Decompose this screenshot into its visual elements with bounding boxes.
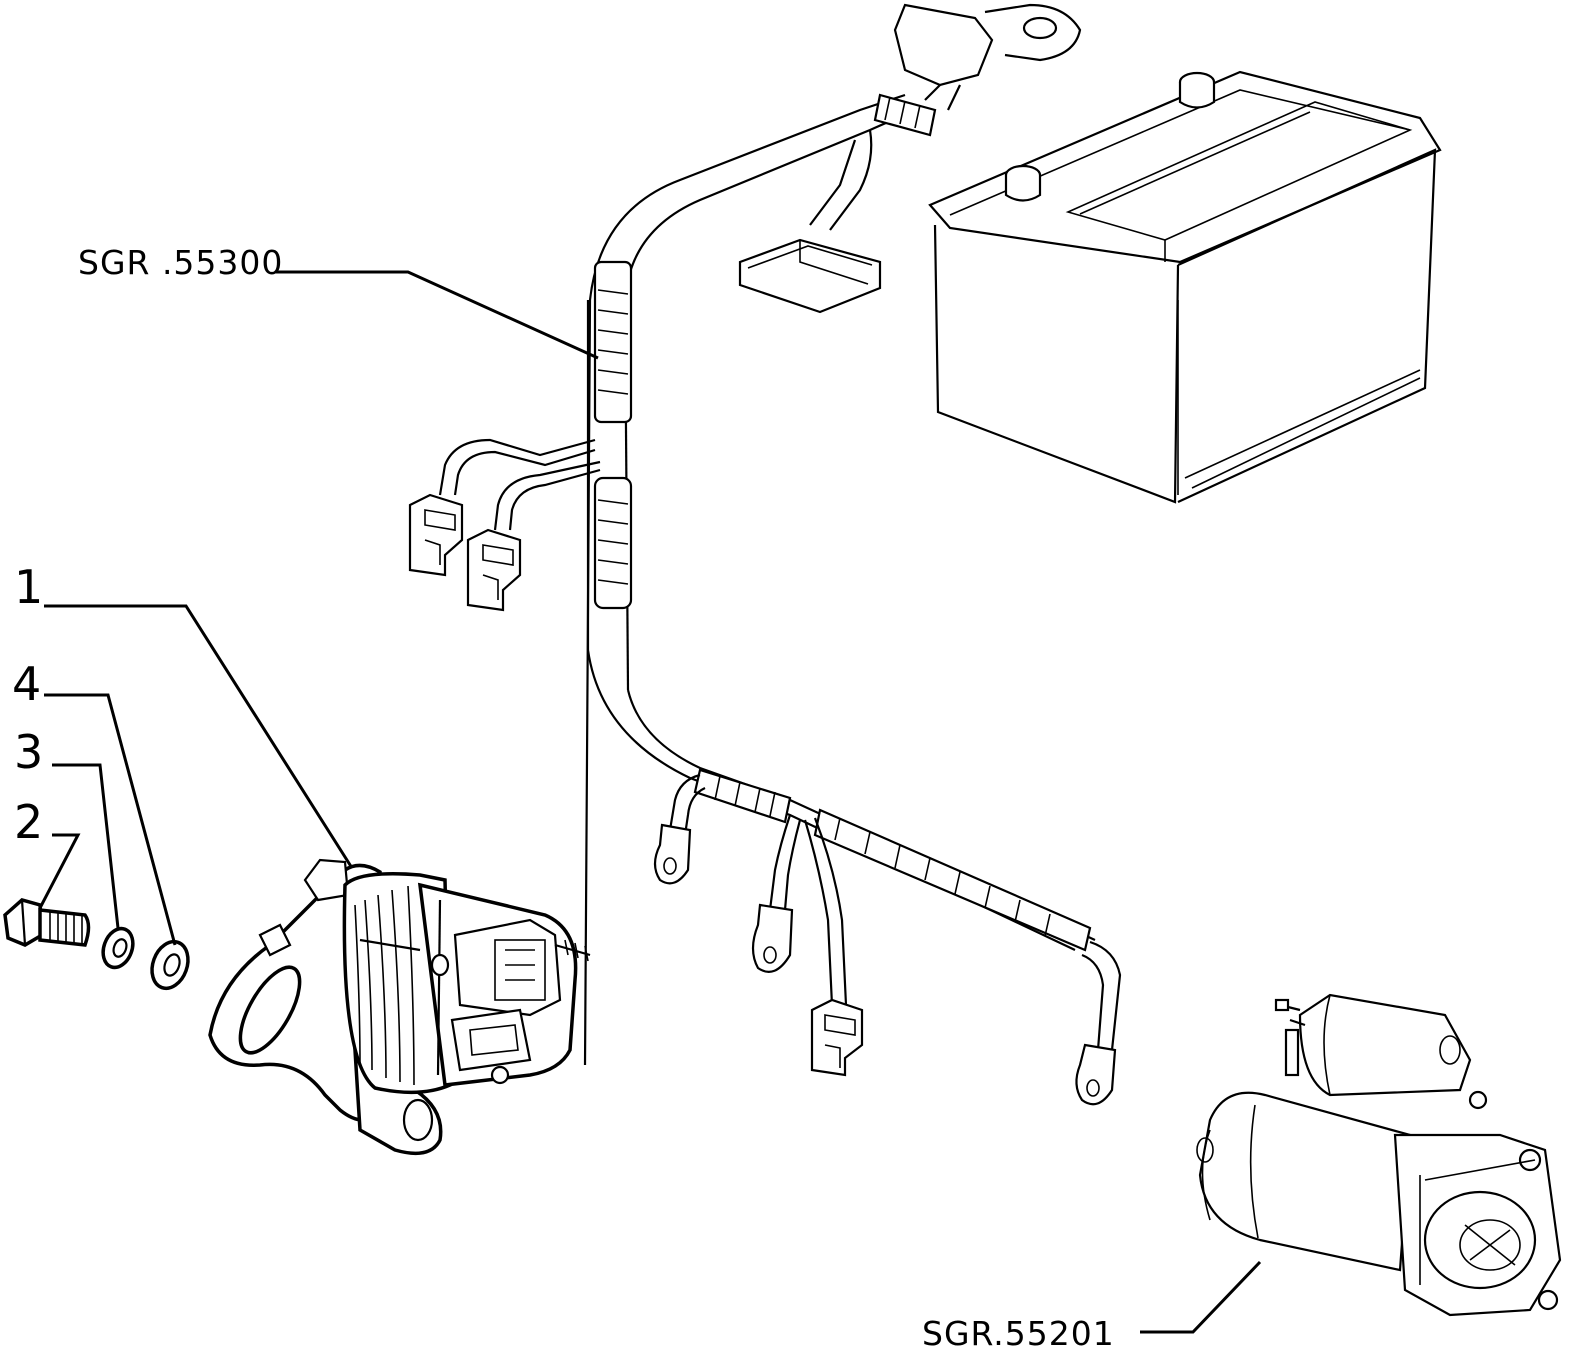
callout-item-4: 4 [12,657,41,711]
harness-wrap-upper [593,260,633,424]
battery-terminal-left [1004,164,1042,202]
battery-terminal-right [1178,71,1216,109]
harness-ring-terminal-3 [1075,940,1122,1106]
leader-line-item-3 [52,763,120,929]
alternator [208,858,591,1156]
spacer-washer [150,939,190,991]
callout-item-2: 2 [14,795,43,849]
washer [101,926,135,970]
leader-line-starter [1140,1260,1262,1334]
harness-top-connector [873,3,1082,137]
harness-left-branch [438,438,601,531]
harness-wrap-bend [693,768,792,824]
leader-line-item-2 [38,833,81,909]
harness-wrap-middle [593,476,633,610]
harness-ring-terminal-1 [653,773,706,885]
wiring-harness [408,3,1122,1106]
bolt [3,898,91,947]
leader-line-item-1 [44,604,354,869]
leader-line-harness [276,270,599,360]
battery [928,70,1442,504]
harness-branch-plug-c [803,817,864,1077]
connector-plug-b [466,528,522,612]
harness-reference-label: SGR .55300 [78,243,283,282]
callout-item-1: 1 [14,560,43,614]
leader-line-item-4 [44,693,177,946]
connector-plug-a [408,493,464,577]
harness-ring-terminal-2 [751,814,802,973]
callout-item-3: 3 [14,725,43,779]
harness-branch-connector [738,129,882,314]
starter-motor [1196,993,1562,1317]
harness-wrap-lower [813,808,1092,952]
starter-reference-label: SGR.55201 [922,1314,1115,1349]
